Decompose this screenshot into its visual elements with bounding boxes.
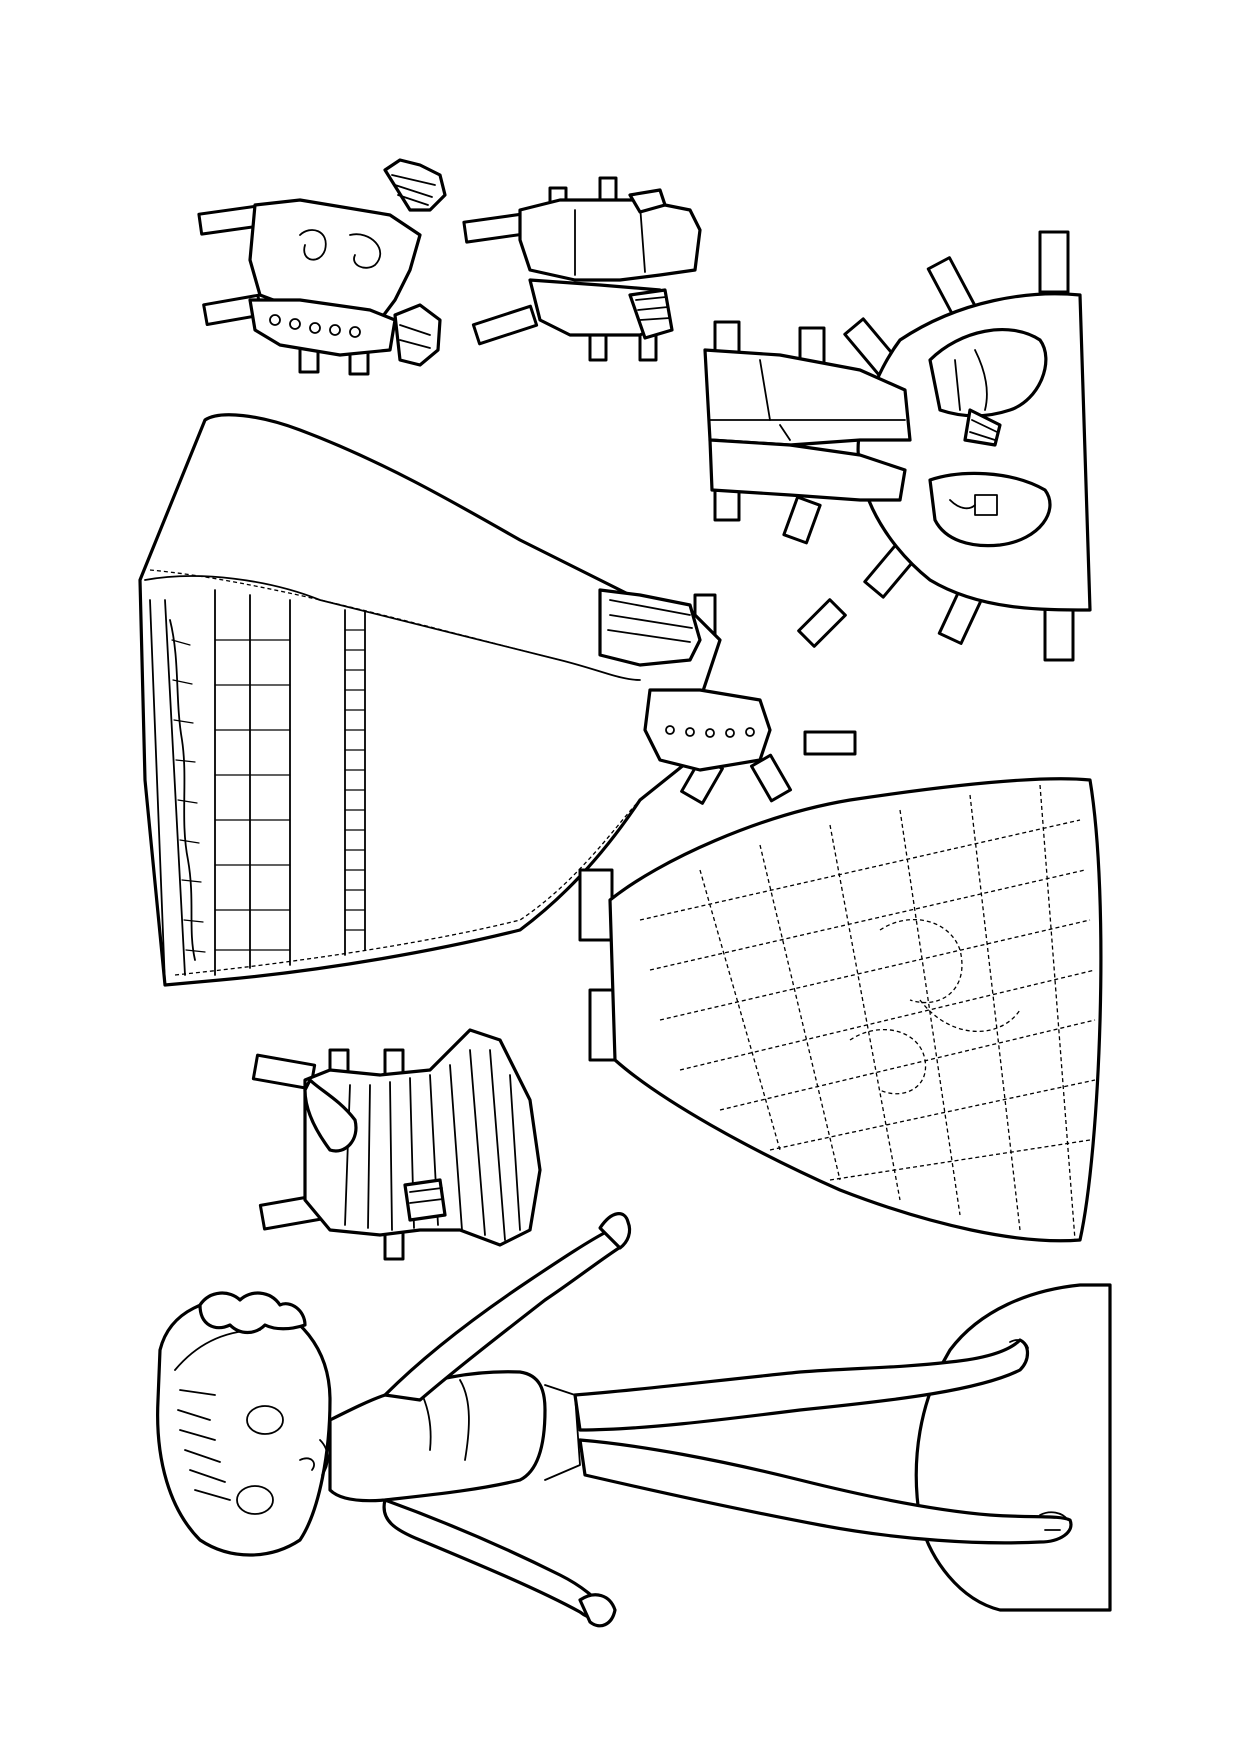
- dress-cuff: [403, 1178, 447, 1222]
- fold-tab: [462, 212, 528, 244]
- striped-dress: [251, 1028, 542, 1261]
- gown-sleeve-ruffle: [598, 588, 702, 667]
- doll-hand: [598, 1212, 632, 1250]
- doll-torso: [328, 1370, 547, 1503]
- doll-stand: [914, 1283, 1112, 1612]
- fold-tab: [803, 730, 857, 756]
- gathered-trim: [169, 619, 196, 961]
- jacket-sleeve: [248, 298, 397, 357]
- knit-cuff: [628, 188, 667, 214]
- ball-skirt: [578, 777, 1103, 1243]
- doll-arm-down: [382, 1498, 607, 1620]
- fold-tab: [782, 495, 822, 545]
- cropped-top-left: [197, 158, 447, 376]
- doll-figure: [156, 1212, 1073, 1628]
- doll-hand: [578, 1593, 617, 1628]
- stand-base: [914, 1283, 1112, 1612]
- ruffle-cuff: [383, 158, 447, 212]
- fold-tab: [797, 598, 847, 648]
- doll-mouth: [319, 1439, 329, 1476]
- fold-tab: [578, 868, 614, 942]
- long-gown: [138, 413, 857, 987]
- rose-motif: [299, 229, 327, 261]
- dress-collar: [303, 1078, 358, 1153]
- fold-tab: [1038, 230, 1070, 294]
- skirt-outline: [608, 777, 1103, 1243]
- hair-curls: [198, 1291, 307, 1335]
- knit-cuff: [628, 288, 674, 340]
- leggings: [708, 438, 907, 502]
- underwear: [544, 1384, 581, 1481]
- doll-head: [156, 1297, 332, 1557]
- doll-eye: [236, 1485, 274, 1515]
- fold-tab: [471, 304, 539, 346]
- floral-lace: [849, 918, 1021, 1095]
- doll-eye: [246, 1405, 284, 1435]
- ruffle-cuff: [393, 303, 442, 367]
- shoe-strap: [963, 408, 1002, 447]
- crop-top-body: [518, 198, 702, 282]
- heel-shoe: [928, 471, 1052, 548]
- leggings-and-heels: [703, 230, 1092, 662]
- doll-leg: [578, 1438, 1073, 1545]
- cropped-top-right: [462, 176, 702, 362]
